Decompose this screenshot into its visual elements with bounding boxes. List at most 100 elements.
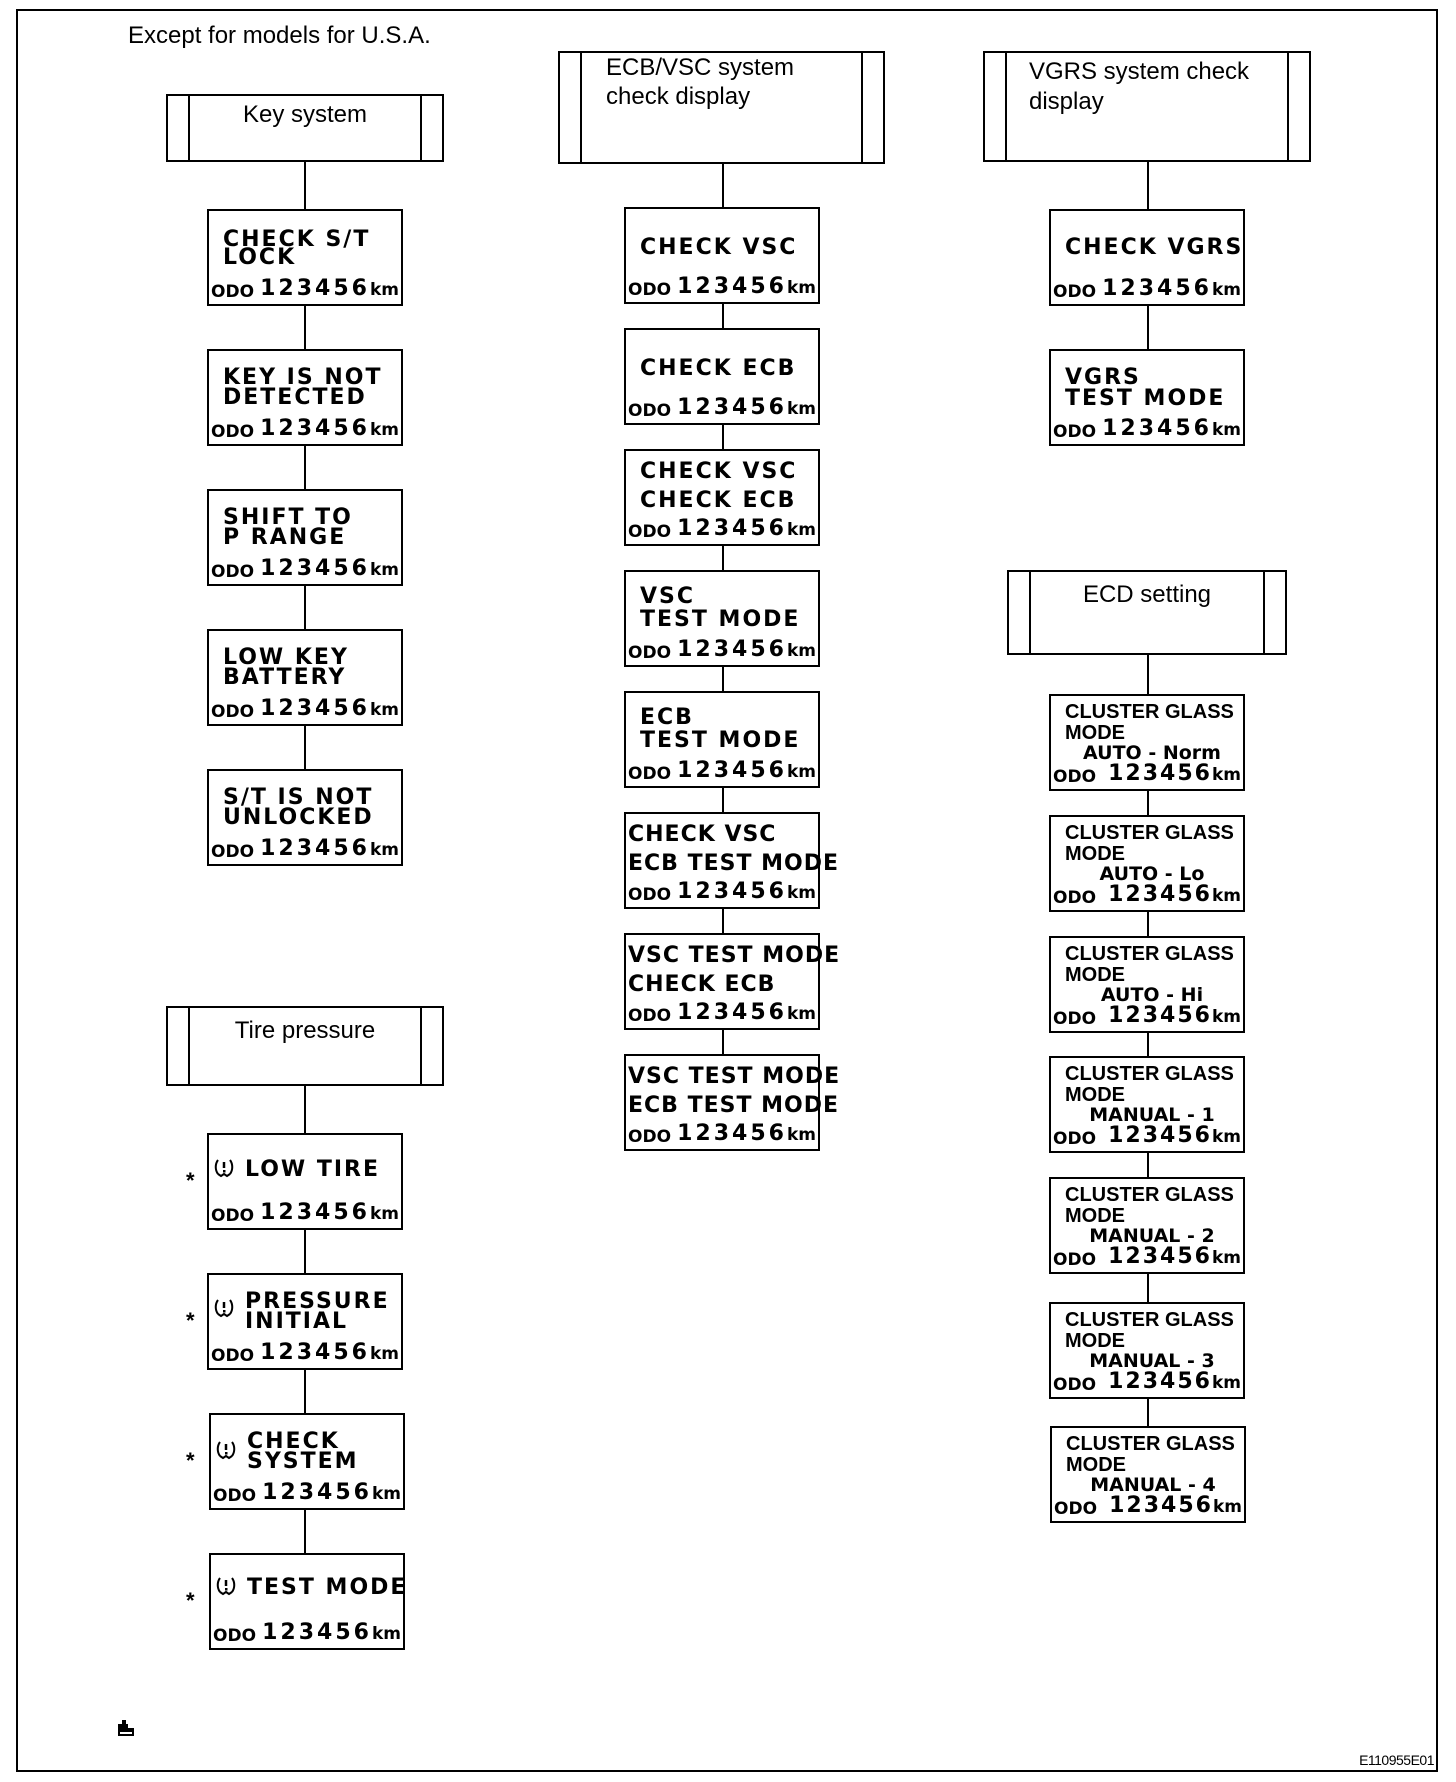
- display-line-1: CLUSTER GLASS: [1065, 1184, 1234, 1206]
- ecd-display-1: CLUSTER GLASS MODE AUTO - Norm ODO 12345…: [1049, 694, 1245, 791]
- asterisk-marker: *: [186, 1168, 195, 1193]
- display-line-2: TEST MODE: [640, 607, 801, 632]
- odo-label: ODO: [628, 885, 672, 905]
- display-line-2: ECB TEST MODE: [628, 851, 840, 876]
- display-line-3: AUTO - Lo: [1099, 863, 1205, 885]
- ecd-display-5: CLUSTER GLASS MODE MANUAL - 2 ODO 123456…: [1049, 1177, 1245, 1274]
- odo-label: ODO: [628, 1006, 672, 1026]
- display-line-2: TEST MODE: [640, 728, 801, 753]
- tire-pressure-icon: [214, 1299, 234, 1318]
- display-line-1: CHECK VSC: [640, 459, 798, 484]
- display-line-2: LOCK: [223, 245, 297, 270]
- figure-code: E110955E01: [1359, 1752, 1434, 1768]
- display-line-3: AUTO - Hi: [1100, 984, 1204, 1006]
- odo-value: 123456km: [260, 1340, 399, 1365]
- display-line-1: LOW TIRE: [245, 1157, 381, 1182]
- vgrs-display-2: VGRS TEST MODE ODO 123456km: [1049, 349, 1245, 446]
- ecb-vsc-title-line-1: ECB/VSC system: [606, 54, 795, 81]
- display-line-1: VSC TEST MODE: [628, 1064, 841, 1089]
- ecd-display-4: CLUSTER GLASS MODE MANUAL - 1 ODO 123456…: [1049, 1056, 1245, 1153]
- ecd-setting-header: ECD setting: [1007, 570, 1287, 655]
- odo-value: 123456km: [1108, 1244, 1241, 1269]
- key-display-1: CHECK S/T LOCK ODO 123456km: [207, 209, 403, 306]
- display-line-1: KEY IS NOT: [223, 365, 383, 390]
- ecd-display-2: CLUSTER GLASS MODE AUTO - Lo ODO 123456k…: [1049, 815, 1245, 912]
- display-line-2: UNLOCKED: [223, 805, 374, 830]
- display-line-1: CLUSTER GLASS: [1065, 1063, 1234, 1085]
- asterisk-marker: *: [186, 1588, 195, 1613]
- odo-value: 123456km: [677, 879, 816, 904]
- odo-label: ODO: [628, 522, 672, 542]
- display-line-1: VSC TEST MODE: [628, 943, 841, 968]
- tire-display-2: PRESSURE INITIAL ODO 123456km: [207, 1273, 403, 1370]
- odo-value: 123456km: [260, 836, 399, 861]
- ecd-display-7: CLUSTER GLASS MODE MANUAL - 4 ODO 123456…: [1050, 1426, 1246, 1523]
- odo-value: 123456km: [677, 637, 816, 662]
- odo-label: ODO: [628, 1127, 672, 1147]
- odo-value: 123456km: [260, 416, 399, 441]
- odo-label: ODO: [1053, 282, 1097, 302]
- odo-value: 123456km: [262, 1620, 401, 1645]
- odo-label: ODO: [1053, 888, 1097, 908]
- display-line-1: VGRS: [1065, 365, 1141, 390]
- odo-value: 123456km: [260, 276, 399, 301]
- odo-label: ODO: [1053, 1250, 1097, 1270]
- ecb-display-2: CHECK ECB ODO 123456km: [624, 328, 820, 425]
- ecd-display-3: CLUSTER GLASS MODE AUTO - Hi ODO 123456k…: [1049, 936, 1245, 1033]
- display-line-2: BATTERY: [223, 665, 347, 690]
- display-line-2: MODE: [1065, 843, 1125, 865]
- key-system-header: Key system: [166, 94, 444, 162]
- key-display-4: LOW KEY BATTERY ODO 123456km: [207, 629, 403, 726]
- ecb-display-1: CHECK VSC ODO 123456km: [624, 207, 820, 304]
- display-line-2: CHECK ECB: [628, 972, 776, 997]
- tire-pressure-icon: [216, 1577, 236, 1596]
- display-line-2: MODE: [1065, 1205, 1125, 1227]
- odo-label: ODO: [211, 282, 255, 302]
- odo-label: ODO: [628, 764, 672, 784]
- display-line-2: MODE: [1065, 1084, 1125, 1106]
- display-line-2: MODE: [1065, 1330, 1125, 1352]
- display-line-2: DETECTED: [223, 385, 367, 410]
- odo-value: 123456km: [1102, 416, 1241, 441]
- display-line-1: CHECK VSC: [628, 822, 777, 847]
- key-display-3: SHIFT TO P RANGE ODO 123456km: [207, 489, 403, 586]
- display-line-1: CLUSTER GLASS: [1065, 701, 1234, 723]
- odo-label: ODO: [628, 401, 672, 421]
- odo-value: 123456km: [677, 516, 816, 541]
- ecb-display-8: VSC TEST MODE ECB TEST MODE ODO 123456km: [624, 1054, 839, 1151]
- display-line-3: MANUAL - 3: [1089, 1350, 1215, 1372]
- display-line-1: VSC: [640, 584, 696, 609]
- key-display-5: S/T IS NOT UNLOCKED ODO 123456km: [207, 769, 403, 866]
- odo-label: ODO: [211, 562, 255, 582]
- odo-label: ODO: [1053, 1129, 1097, 1149]
- odo-label: ODO: [1053, 422, 1097, 442]
- ecd-setting-title: ECD setting: [1082, 581, 1212, 608]
- tire-pressure-title: Tire pressure: [234, 1017, 376, 1044]
- odo-value: 123456km: [1108, 882, 1241, 907]
- key-display-2: KEY IS NOT DETECTED ODO 123456km: [207, 349, 403, 446]
- display-line-1: CLUSTER GLASS: [1065, 822, 1234, 844]
- tire-display-1: LOW TIRE ODO 123456km: [207, 1133, 403, 1230]
- odo-label: ODO: [213, 1626, 257, 1646]
- tire-pressure-icon: [214, 1159, 234, 1178]
- ecb-display-3: CHECK VSC CHECK ECB ODO 123456km: [624, 449, 820, 546]
- display-line-1: CHECK VSC: [640, 235, 798, 260]
- odo-value: 123456km: [260, 696, 399, 721]
- odo-value: 123456km: [1108, 1123, 1241, 1148]
- odo-label: ODO: [211, 842, 255, 862]
- vgrs-header: VGRS system check display: [983, 51, 1311, 162]
- odo-value: 123456km: [260, 1200, 399, 1225]
- asterisk-marker: *: [186, 1448, 195, 1473]
- display-line-2: SYSTEM: [247, 1449, 359, 1474]
- display-line-1: TEST MODE: [247, 1575, 408, 1600]
- ecb-display-6: CHECK VSC ECB TEST MODE ODO 123456km: [624, 812, 838, 909]
- asterisk-marker: *: [186, 1308, 195, 1333]
- tire-display-4: TEST MODE ODO 123456km: [209, 1553, 405, 1650]
- ecb-vsc-header: ECB/VSC system check display: [558, 51, 885, 164]
- odo-label: ODO: [211, 422, 255, 442]
- key-system-title: Key system: [242, 101, 368, 128]
- odo-value: 123456km: [1108, 761, 1241, 786]
- odo-label: ODO: [211, 1346, 255, 1366]
- ecb-display-5: ECB TEST MODE ODO 123456km: [624, 691, 820, 788]
- odo-label: ODO: [628, 280, 672, 300]
